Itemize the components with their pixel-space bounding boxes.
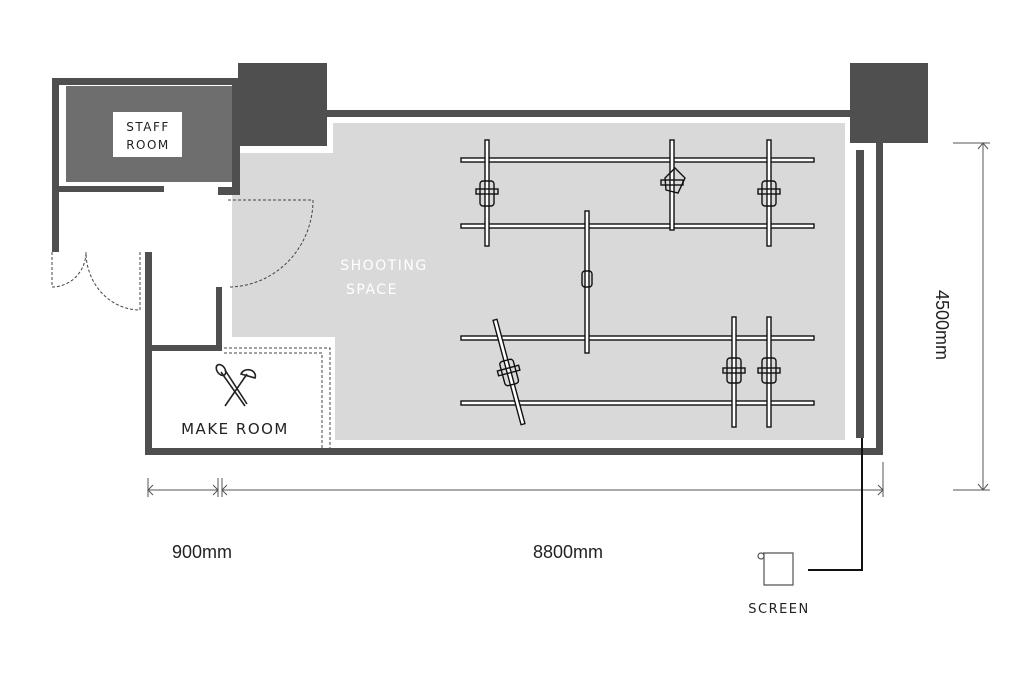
scissors-comb-icon xyxy=(215,363,257,407)
shooting-space-label: SHOOTING xyxy=(340,258,427,274)
wall-left xyxy=(145,252,152,455)
wall-right xyxy=(876,143,883,455)
rig-bar xyxy=(460,335,815,341)
rig-pole xyxy=(766,316,772,428)
dimension-lines xyxy=(147,142,990,497)
staff-room-label: STAFF xyxy=(126,120,170,134)
wall-bottom xyxy=(145,448,883,455)
column-right xyxy=(850,63,928,143)
rig-pole xyxy=(584,210,590,354)
shooting-space-label-2: SPACE xyxy=(346,282,398,298)
make-room-label: MAKE ROOM xyxy=(181,420,289,438)
door-swings xyxy=(51,199,331,448)
lighting-rigs xyxy=(460,139,815,428)
studio-depth: 4500mm xyxy=(932,290,952,360)
rig-pole xyxy=(492,318,526,426)
column-left xyxy=(238,63,327,146)
make-room-width: 900mm xyxy=(172,542,232,562)
shooting-space-floor xyxy=(232,123,845,440)
screen-label: SCREEN xyxy=(748,602,810,617)
wall-top xyxy=(327,110,850,117)
screen-leader-line xyxy=(808,438,863,571)
rig-bar xyxy=(460,157,815,163)
rig-bar xyxy=(460,400,815,406)
rig-pole xyxy=(731,316,737,428)
wall-partition xyxy=(216,287,222,351)
staff-room-label-2: ROOM xyxy=(126,138,170,152)
lighting-stand-icon xyxy=(475,167,781,387)
screen-backdrop xyxy=(856,150,864,438)
wall-make-room-top xyxy=(145,345,222,351)
staff-room: STAFF ROOM xyxy=(52,78,240,252)
studio-length: 8800mm xyxy=(533,542,603,562)
rig-pole xyxy=(484,139,490,247)
screen-roll-icon xyxy=(757,552,794,586)
rig-bar xyxy=(460,223,815,229)
rig-pole xyxy=(766,139,772,247)
